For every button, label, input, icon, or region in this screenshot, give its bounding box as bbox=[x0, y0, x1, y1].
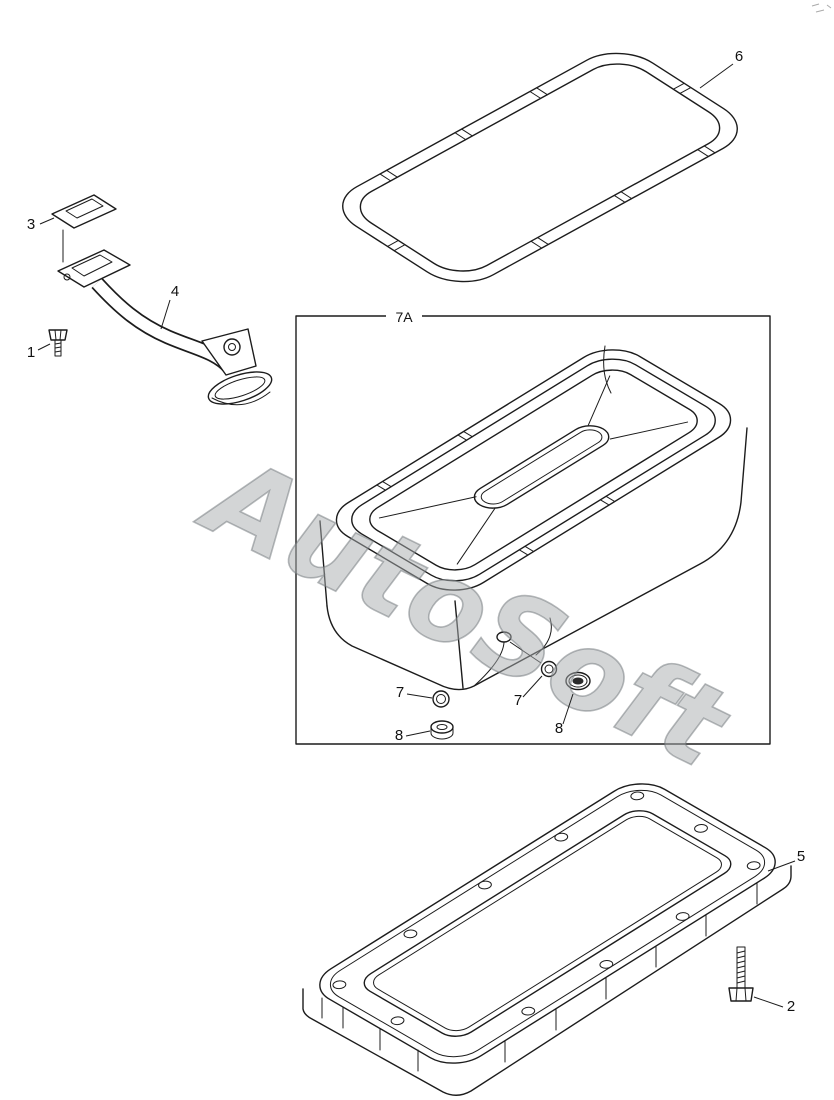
part-7-oring-left bbox=[432, 690, 450, 708]
pan-dipstick-line bbox=[603, 345, 612, 394]
pickup-tube-inner bbox=[92, 279, 235, 373]
pan-rim-inner bbox=[338, 351, 730, 590]
frame-7a bbox=[295, 315, 771, 745]
part-5-oil-pan-lower bbox=[302, 775, 792, 1096]
leader-8-right bbox=[562, 693, 574, 725]
callout-7-left: 7 bbox=[396, 684, 404, 701]
pan-floor-channel-inner bbox=[476, 427, 607, 507]
part-4-pickup-tube bbox=[57, 249, 273, 406]
bolt1-threads bbox=[54, 342, 62, 353]
frame-7a-label-bg bbox=[386, 308, 422, 325]
part-7-oring-right bbox=[540, 660, 558, 678]
callout-1: 1 bbox=[27, 344, 35, 361]
callout-4: 4 bbox=[171, 283, 179, 300]
leader-2 bbox=[753, 996, 784, 1008]
leader-4 bbox=[160, 299, 171, 330]
flange-gasket-slot bbox=[65, 198, 104, 219]
bolt2-head-facets bbox=[735, 987, 747, 1002]
pan-front-corner-edge bbox=[454, 600, 464, 689]
frame-7a-border bbox=[295, 315, 771, 745]
pickup-flange-outline bbox=[57, 249, 131, 288]
pan-drain-hole bbox=[496, 631, 512, 643]
lower-pan-wall-edge bbox=[302, 865, 792, 1096]
callouts: 6 3 1 4 7 8 7 8 5 2 bbox=[27, 48, 805, 1015]
gasket-tabs bbox=[323, 42, 756, 293]
part-2-bolt bbox=[728, 946, 754, 1002]
frame-7a-label: 7A bbox=[395, 309, 413, 325]
leader-3 bbox=[39, 217, 55, 225]
leader-5 bbox=[767, 860, 796, 872]
bolt1-head-facets bbox=[54, 329, 62, 341]
callout-2: 2 bbox=[787, 998, 795, 1015]
leader-8-left bbox=[405, 730, 431, 737]
pickup-strainer-lip bbox=[211, 391, 271, 406]
pan-rim-outer bbox=[320, 340, 747, 600]
leader-1 bbox=[37, 343, 51, 351]
part-6-gasket bbox=[323, 42, 756, 293]
pan-sump-step-right bbox=[535, 617, 552, 656]
part-8-plug-left bbox=[430, 720, 454, 740]
bolt1-head bbox=[48, 329, 68, 341]
pan-cavity-opening bbox=[359, 363, 709, 576]
bolt2-head bbox=[728, 987, 754, 1002]
callout-7-right: 7 bbox=[514, 692, 522, 709]
pickup-bracket-hole-inner bbox=[228, 343, 236, 351]
callout-6: 6 bbox=[735, 48, 743, 65]
part-1-bolt bbox=[48, 329, 68, 357]
bolt2-threads bbox=[736, 950, 746, 984]
gasket-outer-edge bbox=[323, 42, 756, 293]
pickup-flange-hole bbox=[63, 273, 71, 281]
pan-rim-tabs bbox=[378, 422, 614, 565]
leader-7-right bbox=[522, 675, 543, 698]
lower-pan-flange-outer bbox=[305, 775, 790, 1072]
leader-7-left bbox=[406, 693, 433, 699]
callout-8-left: 8 bbox=[395, 727, 403, 744]
pan-sump-step-left bbox=[473, 639, 505, 687]
gasket-inner-edge bbox=[345, 55, 735, 280]
callout-5: 5 bbox=[797, 848, 805, 865]
lower-pan-opening-inner bbox=[367, 812, 729, 1035]
leader-6 bbox=[699, 63, 734, 89]
lower-pan-opening-outer bbox=[356, 806, 739, 1042]
part-8-plug-right bbox=[565, 671, 591, 691]
drain-hole-leader bbox=[509, 641, 542, 664]
pan-bottom-edge bbox=[326, 427, 748, 691]
pan-cavity-slope-lines bbox=[379, 376, 687, 564]
lower-pan-bolt-holes bbox=[321, 785, 773, 1062]
part-3-gasket-flange bbox=[51, 194, 117, 263]
callout-8-right: 8 bbox=[555, 720, 563, 737]
pickup-strainer bbox=[207, 371, 273, 405]
corner-artifact bbox=[811, 3, 832, 13]
pan-floor-channel-outer bbox=[466, 421, 616, 513]
part-oil-pan-7a bbox=[319, 340, 748, 691]
pan-left-corner-edge bbox=[319, 520, 328, 607]
pickup-flange-slot bbox=[71, 254, 113, 277]
lower-pan-castellations bbox=[321, 882, 758, 1072]
flange-gasket-outline bbox=[51, 194, 117, 229]
callout-3: 3 bbox=[27, 216, 35, 233]
pickup-bracket-hole-outer bbox=[223, 338, 241, 356]
